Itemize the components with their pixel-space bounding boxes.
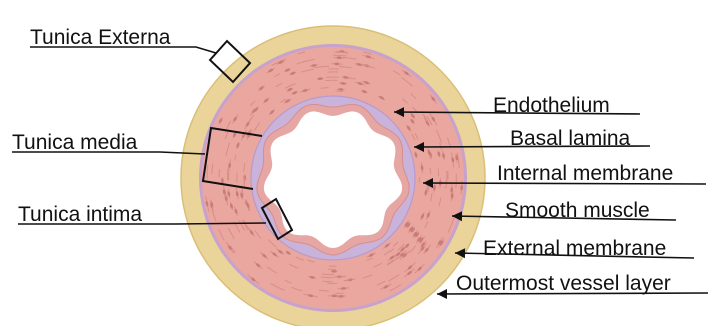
external-membrane-label: External membrane [483, 237, 666, 261]
tunica-externa-label: Tunica Externa [30, 26, 170, 50]
endothelium-label: Endothelium [493, 94, 610, 118]
tunica-media-label: Tunica media [12, 131, 137, 155]
tunica-intima-label: Tunica intima [18, 203, 142, 227]
smooth-muscle-label: Smooth muscle [505, 199, 650, 223]
outermost-vessel-layer-label: Outermost vessel layer [456, 272, 671, 296]
internal-membrane-label: Internal membrane [497, 162, 673, 186]
outermost-layer-arrowhead [437, 289, 447, 299]
basal-lamina-label: Basal lamina [510, 127, 630, 151]
